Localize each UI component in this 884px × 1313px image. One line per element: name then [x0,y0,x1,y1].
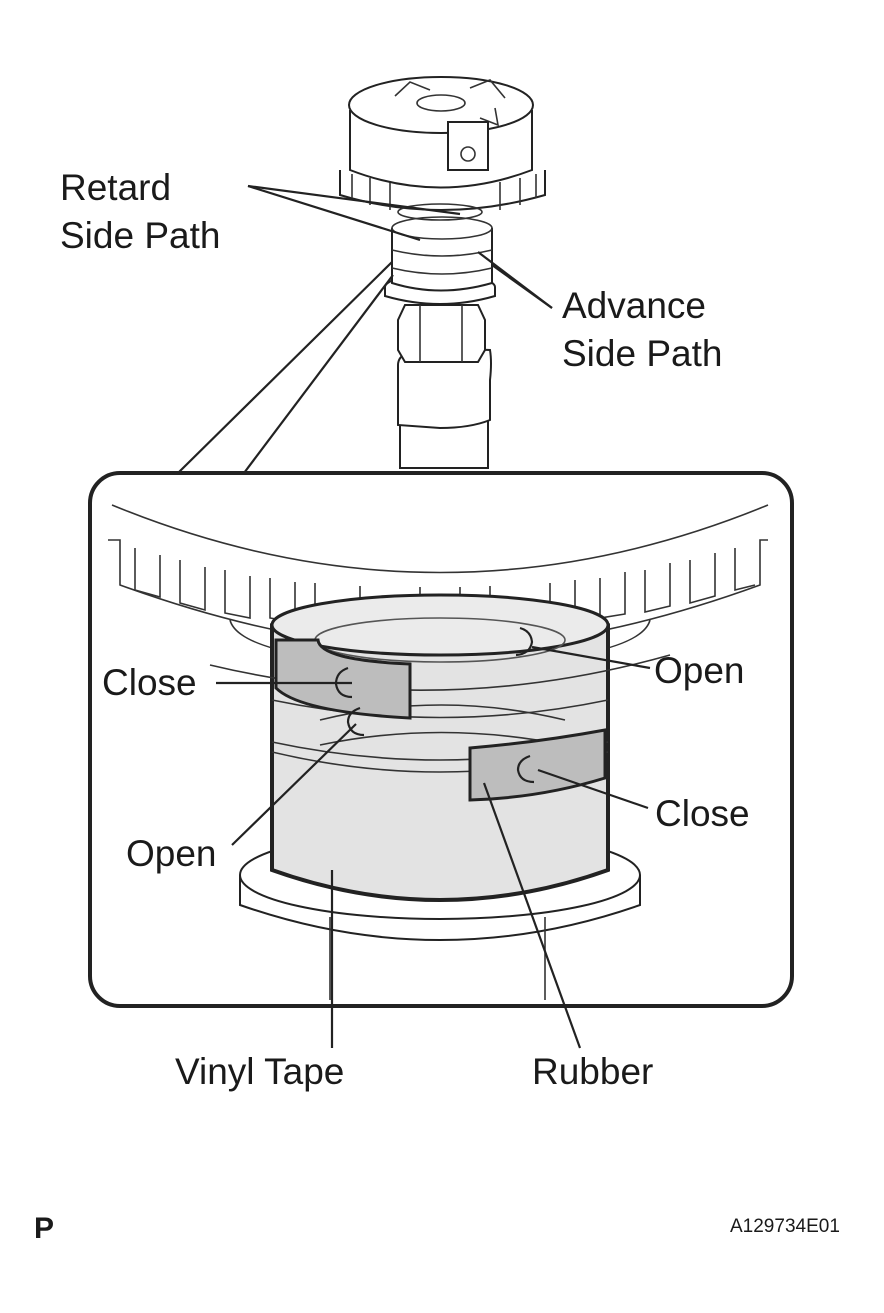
vinyl-tape-label: Vinyl Tape [175,1051,344,1092]
rubber-patch-upper [274,638,412,720]
close-label-right: Close [655,793,750,834]
rubber-label: Rubber [532,1051,653,1092]
camshaft-assembly [339,76,546,469]
advance-label-line1: Advance [562,285,706,326]
close-label-left: Close [102,662,197,703]
open-label-right: Open [654,650,745,691]
zoom-lines [177,261,394,474]
advance-leaders [477,251,553,309]
advance-label-line2: Side Path [562,333,722,374]
retard-label-line2: Side Path [60,215,220,256]
open-label-left: Open [126,833,217,874]
detail-leaders [216,645,651,1049]
retard-label-line1: Retard [60,167,171,208]
figure-code: A129734E01 [730,1216,840,1237]
retard-leaders [247,184,461,242]
corner-letter: P [34,1212,54,1245]
detail-contents [108,504,769,1000]
